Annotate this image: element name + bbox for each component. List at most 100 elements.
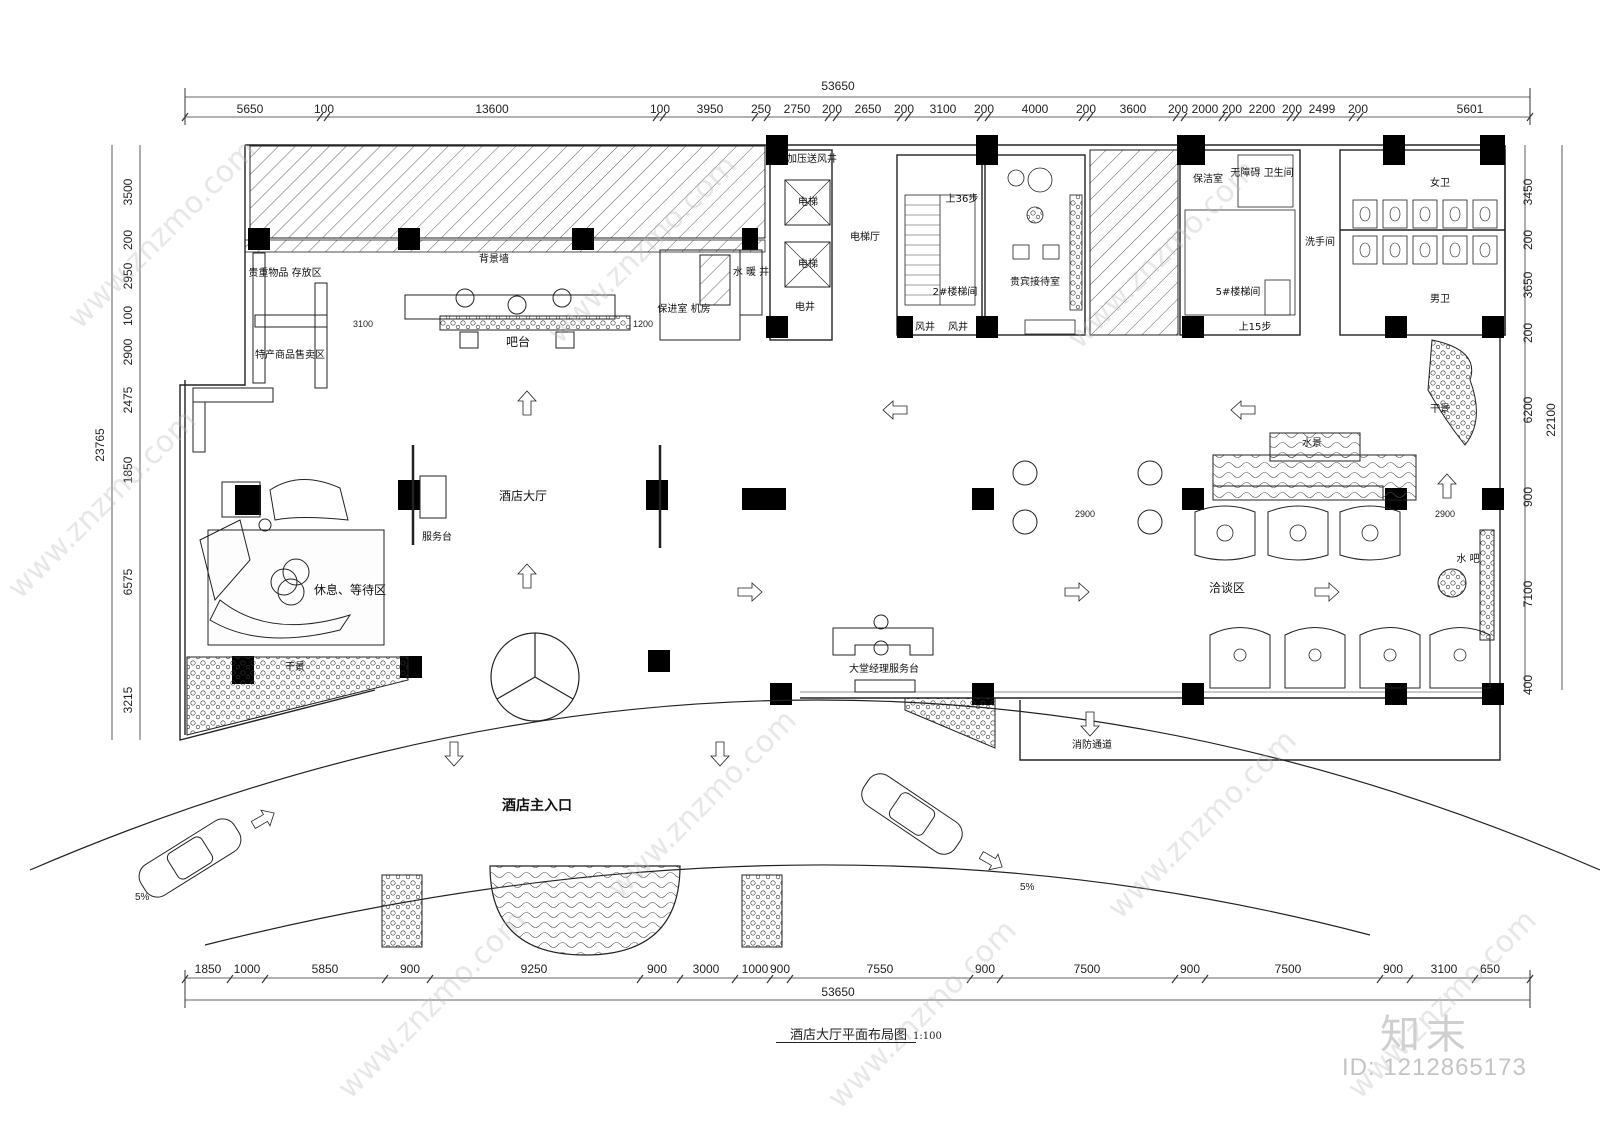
slope-right-label: 5% xyxy=(1020,882,1035,893)
top-total-dimension: 53650 xyxy=(821,79,855,93)
top-segment-9: 200 xyxy=(894,102,914,116)
vip-room-furniture xyxy=(1007,167,1083,335)
left-seg-1: 200 xyxy=(121,230,135,250)
security-room xyxy=(659,249,741,341)
bottom-segment-11: 7500 xyxy=(1074,962,1101,976)
service-desk xyxy=(419,475,447,519)
top-segment-2: 13600 xyxy=(475,102,509,116)
dry-scene-right xyxy=(1427,339,1477,446)
top-segment-22: 5601 xyxy=(1457,102,1484,116)
right-seg-7: 400 xyxy=(1521,675,1535,695)
restroom-stalls xyxy=(1352,199,1498,265)
accessible-wc-label: 无障碍 卫生间 xyxy=(1230,166,1293,179)
top-segment-14: 3600 xyxy=(1120,102,1147,116)
security-room-label: 保进室 机房 xyxy=(657,302,710,315)
water-feature-label: 水景 xyxy=(1302,437,1322,449)
female-wc-label: 女卫 xyxy=(1430,176,1450,189)
bottom-segment-10: 900 xyxy=(975,962,995,976)
bar-label: 吧台 xyxy=(506,334,530,349)
accessible-wc-label-line: 无障碍 卫生间 xyxy=(1230,166,1293,179)
planter-right xyxy=(741,874,783,948)
left-seg-4: 2900 xyxy=(121,338,135,365)
elevator-car-2 xyxy=(784,241,831,288)
top-segment-18: 2200 xyxy=(1249,102,1276,116)
hatched-zone-mid xyxy=(1089,149,1179,336)
bar-counter xyxy=(404,288,631,349)
flow-arrows xyxy=(250,390,1457,871)
drawing-scale: 1:100 xyxy=(913,1031,942,1042)
driveway-outer-arc xyxy=(29,699,1600,871)
male-wc-label: 男卫 xyxy=(1430,293,1450,305)
water-feature xyxy=(1212,432,1417,501)
left-seg-5: 2475 xyxy=(121,386,135,413)
right-seg-5: 900 xyxy=(1521,487,1535,507)
air-shaft-1-label: 风井 xyxy=(915,320,935,333)
top-segment-7: 200 xyxy=(822,102,842,116)
front-garden-right xyxy=(904,697,996,749)
top-segment-20: 2499 xyxy=(1309,102,1336,116)
dim-2900-right: 2900 xyxy=(1435,509,1455,519)
right-seg-1: 200 xyxy=(1521,230,1535,250)
top-segment-21: 200 xyxy=(1348,102,1368,116)
bottom-segment-0: 1850 xyxy=(195,962,222,976)
steps-36-label: 上36步 xyxy=(946,193,979,205)
left-seg-0: 3500 xyxy=(121,178,135,205)
watermark: www.znzmo.com xyxy=(331,903,534,1106)
main-entrance-label: 酒店主入口 xyxy=(502,797,572,814)
title-underline xyxy=(776,1042,916,1043)
bottom-total-dimension: 53650 xyxy=(821,985,855,999)
left-seg-3: 100 xyxy=(121,306,135,326)
right-seg-6: 7100 xyxy=(1521,580,1535,607)
top-segment-3: 100 xyxy=(650,102,670,116)
left-total-dimension: 23765 xyxy=(93,428,107,462)
dim-bar-1200: 1200 xyxy=(633,319,653,329)
revolving-door xyxy=(490,632,580,722)
watermark: www.znzmo.com xyxy=(1101,723,1304,926)
top-segment-16: 2000 xyxy=(1192,102,1219,116)
bottom-segment-4: 9250 xyxy=(521,962,548,976)
top-segment-10: 3100 xyxy=(930,102,957,116)
bottom-segment-14: 900 xyxy=(1383,962,1403,976)
top-segment-11: 200 xyxy=(974,102,994,116)
planter-left xyxy=(381,874,423,948)
manager-desk xyxy=(832,614,934,693)
driveway-inner-arc xyxy=(204,864,1371,946)
negotiation-booths xyxy=(1194,505,1491,689)
top-segment-13: 200 xyxy=(1076,102,1096,116)
water-bar xyxy=(1479,529,1495,641)
watermark: www.znzmo.com xyxy=(61,133,264,336)
bottom-segment-6: 3000 xyxy=(693,962,720,976)
dim-2900-center: 2900 xyxy=(1075,509,1095,519)
bottom-segment-9: 7550 xyxy=(867,962,894,976)
cleaning-room-label: 保洁室 xyxy=(1193,172,1223,185)
water-bar-label-line: 水 吧 xyxy=(1456,553,1479,565)
vip-room-label: 贵宾接待室 xyxy=(1010,275,1060,288)
stair-2 xyxy=(904,194,976,306)
negotiation-label: 洽谈区 xyxy=(1209,581,1245,595)
elevator-2-label: 电梯 xyxy=(798,257,818,270)
left-seg-8: 3215 xyxy=(121,686,135,713)
car-left xyxy=(138,818,242,898)
left-seg-2: 2950 xyxy=(121,262,135,289)
top-segment-19: 200 xyxy=(1282,102,1302,116)
bottom-segment-13: 7500 xyxy=(1275,962,1302,976)
elevator-1-label: 电梯 xyxy=(798,195,818,208)
fountain-pool xyxy=(489,865,681,956)
top-segment-6: 2750 xyxy=(784,102,811,116)
top-segment-12: 4000 xyxy=(1022,102,1049,116)
slope-left-label: 5% xyxy=(135,892,150,903)
service-desk-label: 服务台 xyxy=(422,530,452,543)
bottom-segment-1: 1000 xyxy=(234,962,261,976)
bottom-segment-16: 650 xyxy=(1480,962,1500,976)
dry-scene-right-label: 干景 xyxy=(1430,403,1450,415)
right-total-dimension: 22100 xyxy=(1544,403,1558,437)
wash-room-label: 洗手间 xyxy=(1305,235,1335,248)
top-segment-8: 2650 xyxy=(855,102,882,116)
dry-scene-left-label: 干景 xyxy=(285,661,305,673)
top-segment-0: 5650 xyxy=(237,102,264,116)
steps-15-label: 上15步 xyxy=(1239,321,1272,333)
